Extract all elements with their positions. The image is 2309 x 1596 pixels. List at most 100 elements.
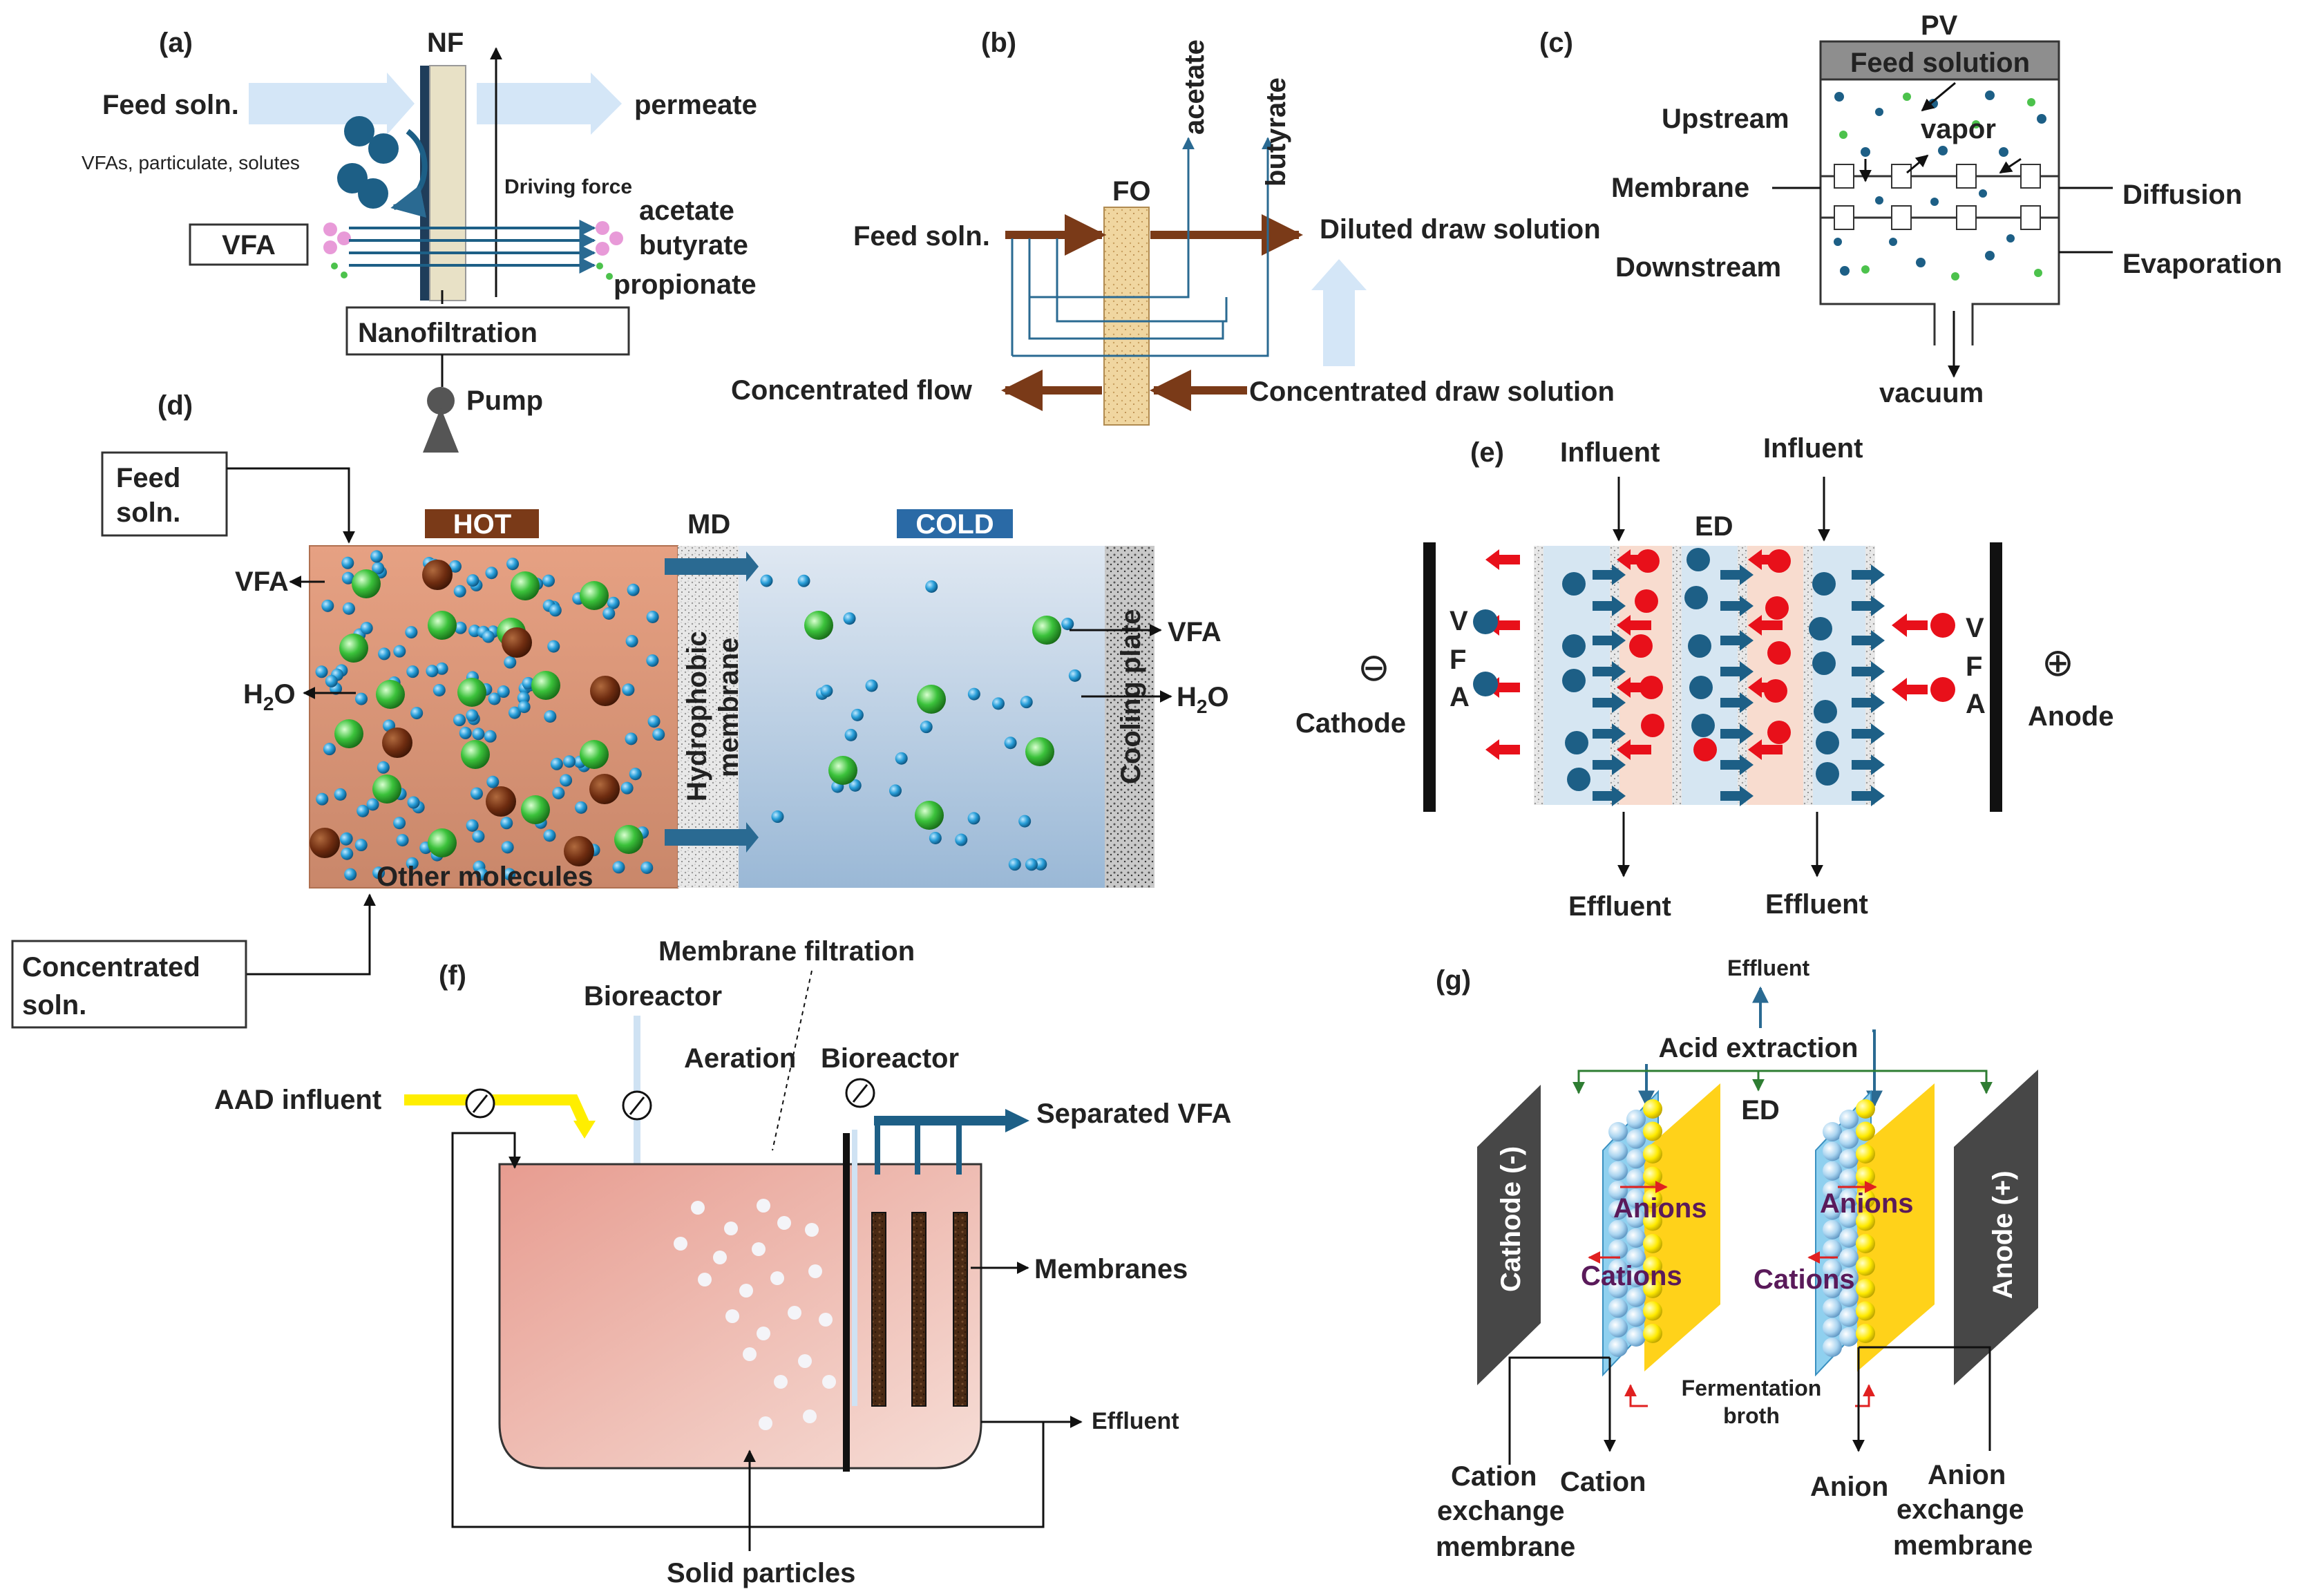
anion-arrow: [1720, 786, 1754, 806]
vfa-molecule: [461, 740, 490, 769]
membrane-bead: [1839, 1129, 1859, 1149]
membrane-bead: [1608, 1122, 1628, 1141]
anion-arrow: [1852, 723, 1885, 744]
air-bubble: [808, 1264, 822, 1278]
g-anode-label: Anode (+): [1988, 1170, 2018, 1299]
mf-pointer: [772, 970, 813, 1151]
vfa-molecule: [339, 634, 368, 663]
pv-label: PV: [1921, 10, 1958, 41]
membrane-bead: [1626, 1129, 1646, 1149]
panel-e-tag: (e): [1470, 437, 1504, 468]
water-molecule: [848, 779, 862, 792]
membrane-bead: [1839, 1149, 1859, 1169]
panel-d: (d) Feed soln. HOT MD COLD Hydrophobic m…: [11, 390, 1229, 1029]
anion-arrow: [1593, 786, 1626, 806]
water-molecule: [341, 571, 354, 585]
vfa-letter-f2: F: [1966, 652, 1982, 682]
other-molecule: [422, 560, 453, 590]
vfa-molecule: [531, 671, 560, 700]
air-pump-stroke: [629, 1096, 645, 1115]
feed-label: Feed soln.: [102, 90, 239, 120]
water-molecule: [453, 714, 466, 727]
water-molecule: [844, 728, 857, 741]
vfa-molecule: [606, 273, 613, 280]
water-molecule: [316, 792, 329, 806]
anion-ion: [1562, 669, 1586, 692]
vfa-molecule: [457, 678, 486, 707]
water-molecule: [344, 868, 357, 881]
panel-c-tag: (c): [1539, 28, 1573, 58]
membrane-bead: [1823, 1278, 1842, 1298]
cation-arrow: [1485, 739, 1520, 760]
aad-influent-pipe: [404, 1094, 589, 1125]
hot-molecules: [310, 550, 665, 881]
membrane-bead: [1856, 1099, 1875, 1119]
water-molecule: [472, 728, 485, 741]
pv-membrane-label: Membrane: [1611, 173, 1749, 203]
water-molecule: [342, 602, 355, 615]
water-molecule: [547, 640, 560, 653]
membrane-bead: [1643, 1301, 1662, 1321]
water-molecule: [466, 574, 479, 587]
water-molecule: [760, 574, 773, 587]
membrane-bead: [1626, 1327, 1646, 1347]
vfa-molecule: [334, 719, 363, 748]
air-bubble: [724, 1222, 738, 1235]
membrane-bead: [1643, 1256, 1662, 1276]
ed-label: ED: [1695, 511, 1733, 542]
water-molecule: [1008, 858, 1021, 871]
cations-label-1: Cations: [1581, 1261, 1682, 1291]
md-transfer-arrow: [665, 551, 759, 582]
anion-ion: [1816, 731, 1839, 754]
membrane-air-pipe: [852, 1130, 857, 1406]
water-molecule: [851, 708, 864, 721]
air-bubble: [759, 1416, 772, 1430]
vfa-letter-v2: V: [1966, 613, 1984, 643]
anion-ion: [1562, 634, 1586, 658]
vfa-molecule: [323, 222, 337, 236]
water-molecule: [501, 841, 514, 854]
water-molecule: [426, 665, 439, 678]
membrane-bead: [1823, 1318, 1842, 1338]
membrane-bead: [1608, 1219, 1628, 1239]
water-molecule: [1025, 858, 1038, 871]
water-molecule: [925, 580, 938, 593]
water-molecule: [967, 812, 980, 825]
anode-symbol-icon: ⊕: [2042, 640, 2074, 684]
anion-arrow: [1720, 630, 1754, 651]
anion-ion: [1567, 768, 1590, 791]
anion-ion: [1814, 700, 1837, 723]
other-molecule: [310, 828, 340, 858]
membrane-bead: [1608, 1181, 1628, 1201]
water-molecule: [360, 622, 373, 635]
cation-arrow: [1892, 678, 1928, 701]
panel-b: (b) FO Feed soln. Diluted draw solution …: [731, 28, 1615, 426]
vfa-molecule: [1032, 616, 1061, 645]
diluted-label: Diluted draw solution: [1320, 214, 1601, 245]
air-bubble: [739, 1284, 753, 1298]
membrane-bead: [1643, 1279, 1662, 1298]
anion-ion: [1809, 617, 1832, 640]
hot-badge: [425, 509, 539, 538]
cem-label1: Cation: [1451, 1461, 1537, 1492]
water-molecule: [889, 784, 902, 797]
suction-pump-stroke: [852, 1084, 868, 1103]
water-molecule: [341, 556, 354, 569]
membrane-bead: [1839, 1110, 1859, 1129]
water-molecule: [323, 743, 336, 756]
cation-ion: [1767, 549, 1791, 573]
particle: [368, 133, 399, 164]
air-bubble: [757, 1199, 770, 1213]
air-bubble: [774, 1375, 788, 1389]
vfa-molecule: [337, 231, 351, 245]
effluent1-label: Effluent: [1568, 891, 1671, 922]
membrane-bead: [1626, 1110, 1646, 1129]
other-molecule: [589, 774, 620, 804]
separated-vfa-arrowhead: [1005, 1109, 1029, 1132]
membrane-bead: [1856, 1324, 1875, 1343]
anion-ion: [1473, 672, 1498, 696]
cation-ion: [1764, 679, 1787, 703]
aem-label1: Anion: [1928, 1460, 2006, 1490]
g-cathode-label: Cathode (-): [1496, 1146, 1526, 1292]
water-molecule: [370, 550, 383, 563]
